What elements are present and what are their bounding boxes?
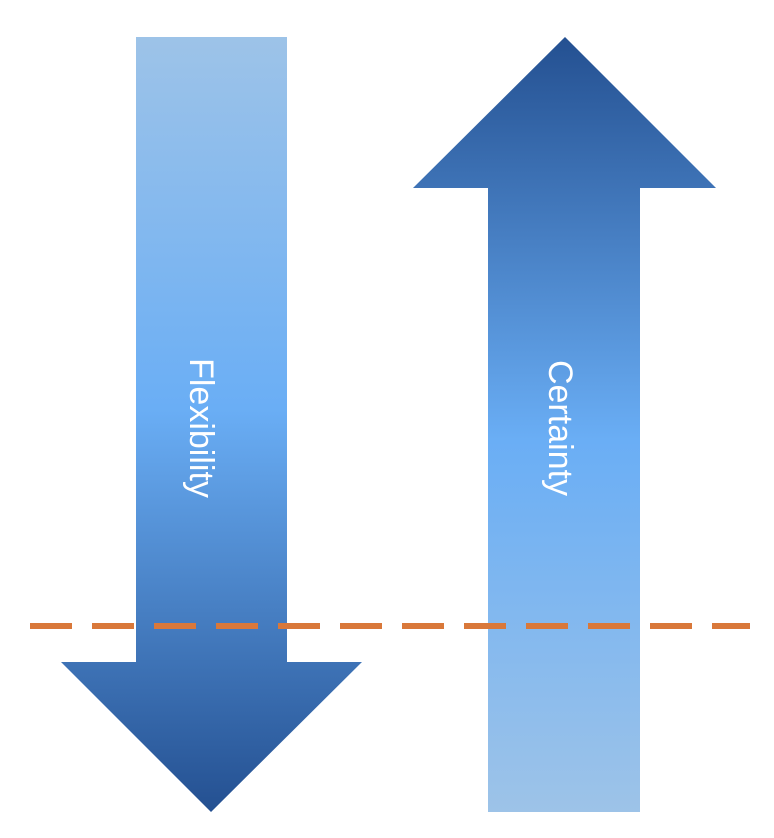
certainty-label: Certainty	[541, 360, 579, 496]
certainty-arrow: Certainty	[413, 37, 716, 812]
flexibility-label: Flexibility	[182, 358, 220, 498]
flexibility-down-arrow-shape	[61, 37, 362, 812]
certainty-up-arrow-shape	[413, 37, 716, 812]
flexibility-arrow: Flexibility	[61, 37, 362, 812]
